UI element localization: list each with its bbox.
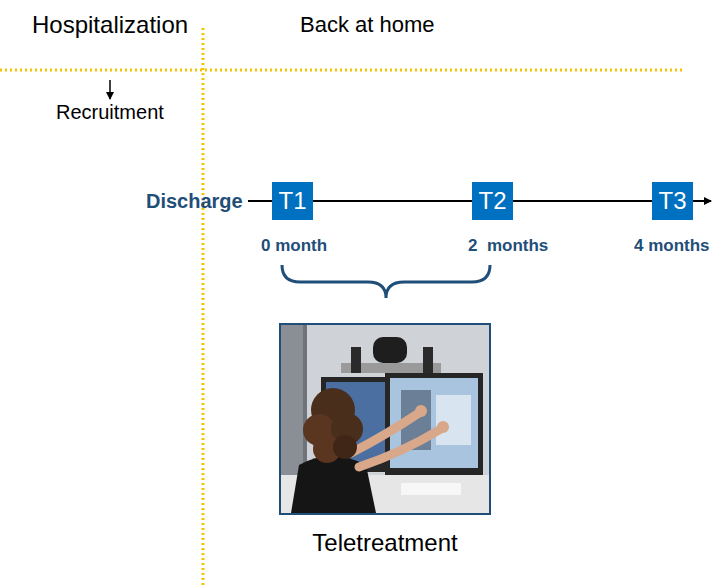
region-divider (202, 28, 205, 587)
timeline-segment (313, 200, 472, 202)
time-label: 0 month (261, 236, 327, 256)
step-label: Recruitment (56, 101, 164, 124)
time-point-text: T3 (658, 188, 686, 214)
timeline-end (692, 200, 711, 202)
time-point-text: T2 (478, 188, 506, 214)
time-point-text: T1 (278, 188, 306, 214)
timeline-start (248, 200, 272, 202)
time-point-box: T2 (472, 182, 513, 220)
time-label: 2 months (468, 236, 548, 256)
photo-caption: Teletreatment (241, 529, 529, 557)
region-heading: Back at home (300, 12, 435, 37)
region-divider (0, 69, 683, 72)
region-heading: Hospitalization (32, 11, 188, 39)
time-point-box: T1 (272, 182, 313, 220)
time-label: 4 months (634, 236, 710, 256)
curly-brace (282, 265, 490, 298)
timeline-segment (513, 200, 652, 202)
photo-frame: Teletreatment (279, 323, 491, 515)
recruit-arrow (109, 80, 111, 99)
timeline-start-label: Discharge (146, 190, 243, 213)
teletreatment-photo (281, 325, 489, 513)
time-point-box: T3 (652, 182, 693, 220)
